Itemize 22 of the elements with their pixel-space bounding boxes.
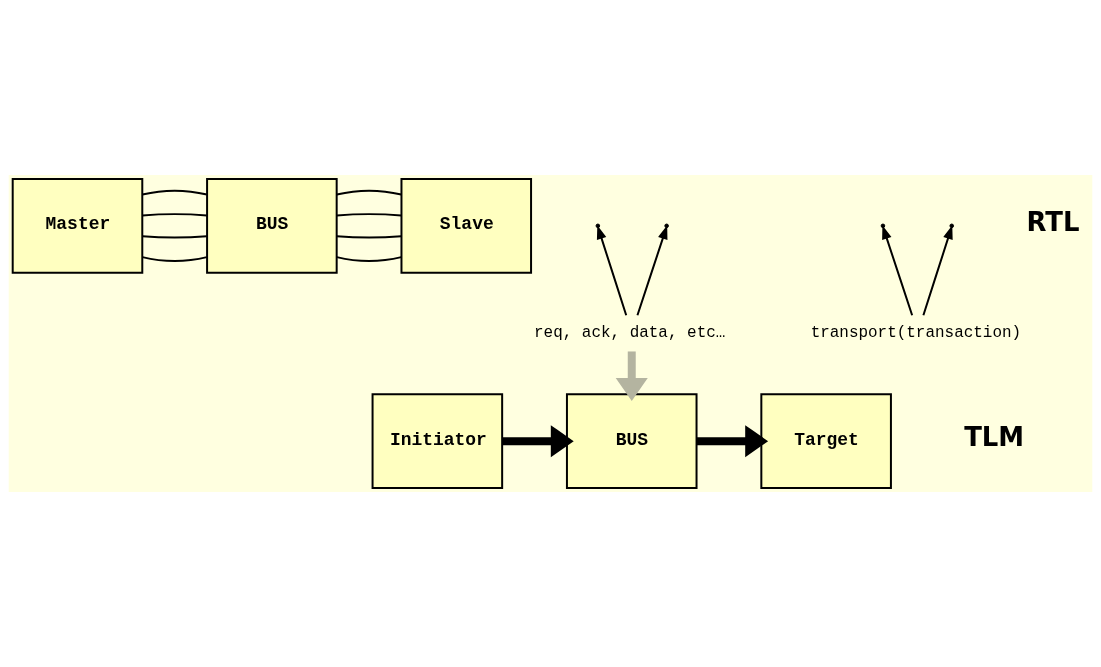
node-box: BUS [565,393,698,489]
connector [335,213,403,217]
arrow [502,425,574,458]
node-text: req, ack, data, etc… [534,324,726,343]
node-box: Slave [400,178,533,274]
connector [141,235,208,239]
connector [335,235,403,239]
label: RTL [1026,207,1080,238]
connector [141,213,208,217]
connector [141,189,208,196]
connector [335,189,403,196]
node-box: Initiator [371,393,504,489]
node-box: BUS [206,178,338,274]
node-box: Master [11,178,144,274]
connector [335,256,403,262]
node-text: transport(transaction) [810,324,1022,343]
arrow [922,225,953,317]
node-box: Target [760,393,892,489]
connector [141,256,208,262]
arrow [636,225,668,317]
arrow [696,425,769,458]
label: TLM [964,422,1025,453]
